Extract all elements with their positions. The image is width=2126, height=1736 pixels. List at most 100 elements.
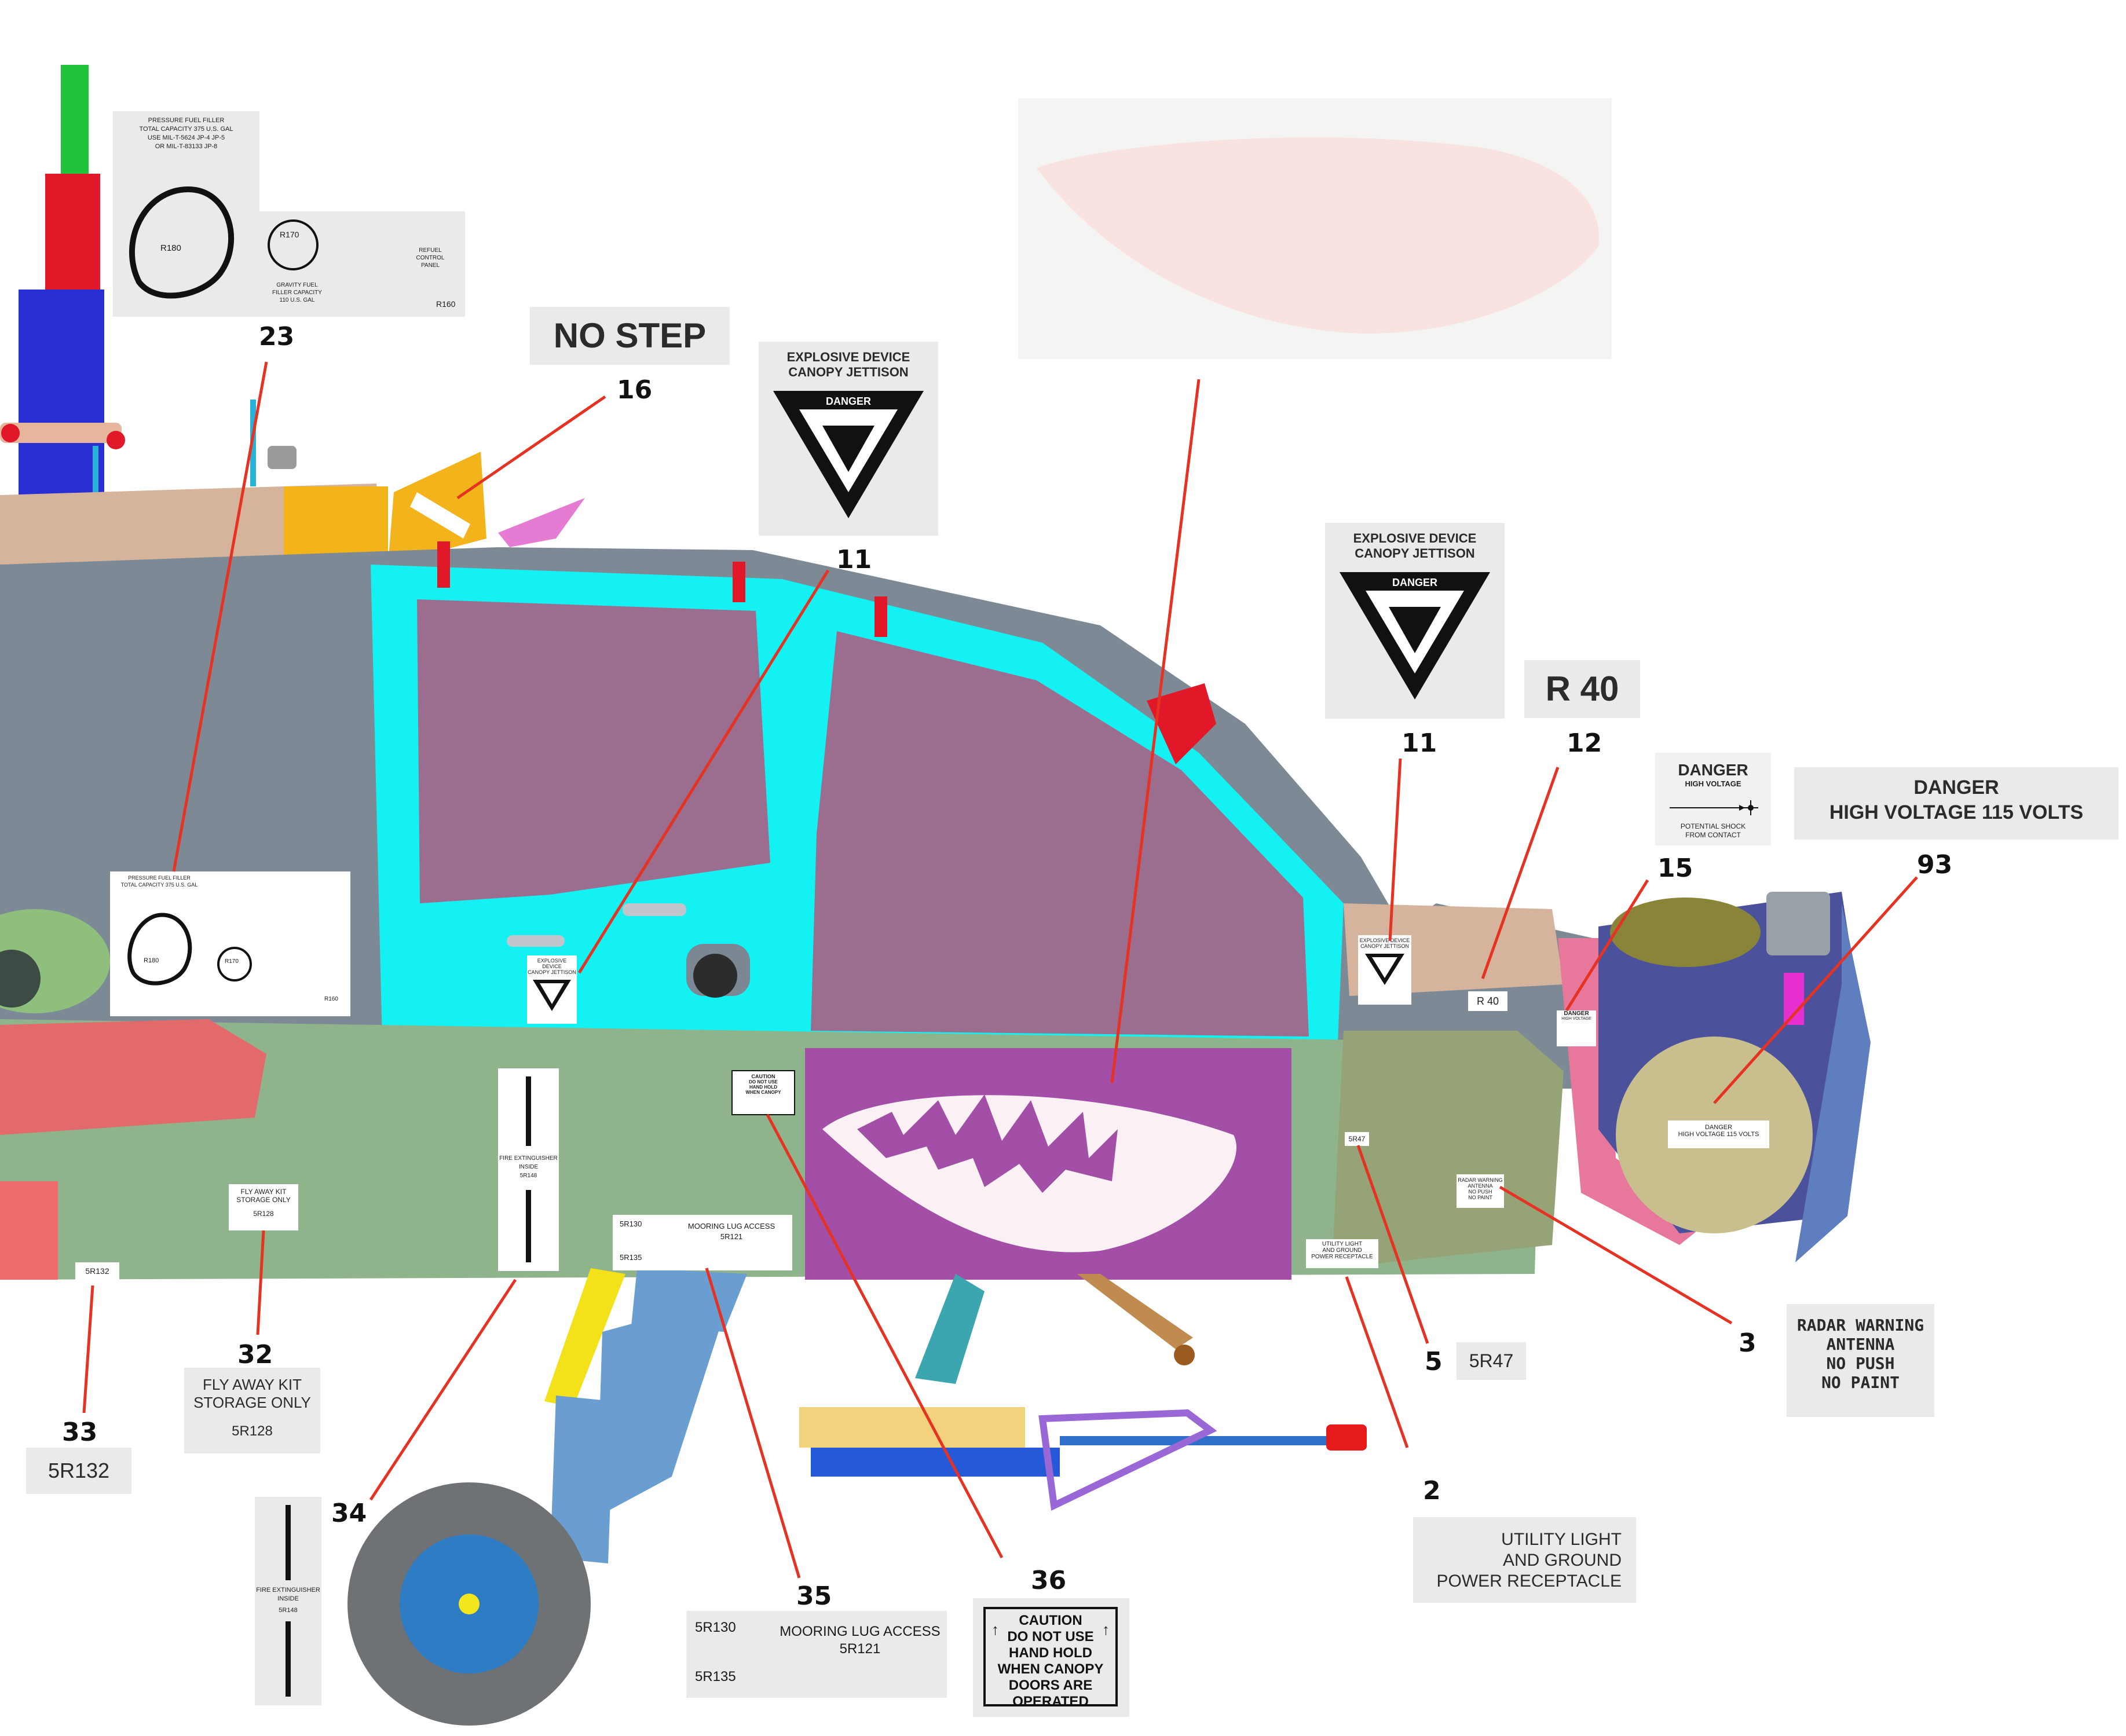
- card-r40-text: R 40: [1545, 669, 1619, 708]
- fuselage-fuel-line2: TOTAL CAPACITY 375 U.S. GAL: [120, 882, 198, 888]
- card-radar-warning-antenna: RADAR WARNING ANTENNA NO PUSH NO PAINT: [1787, 1304, 1934, 1417]
- card-utility-line2: AND GROUND: [1502, 1551, 1622, 1570]
- card-gravity-line2: FILLER CAPACITY: [272, 290, 322, 296]
- card-radar-line3: NO PUSH: [1826, 1354, 1895, 1373]
- card-caution-hand-hold: CAUTION DO NOT USE HAND HOLD WHEN CANOPY…: [973, 1598, 1129, 1717]
- nose-sensor-housing-side: [1795, 903, 1871, 1262]
- card-explosive-right-line1: EXPLOSIVE DEVICE: [1353, 531, 1477, 545]
- caution-small-line2: DO NOT USE: [749, 1079, 778, 1085]
- radar-small-line1: RADAR WARNING: [1458, 1177, 1503, 1183]
- card-hv-line3: POTENTIAL SHOCK: [1680, 822, 1746, 830]
- pink-vane: [498, 498, 585, 547]
- card-hv-line2: HIGH VOLTAGE: [1685, 779, 1741, 788]
- leader-line-11b: [1388, 758, 1402, 942]
- card-explosive-device-right: EXPLOSIVE DEVICE CANOPY JETTISON DANGER: [1325, 523, 1505, 719]
- card-115-line2: HIGH VOLTAGE 115 VOLTS: [1829, 801, 2084, 823]
- fuselage-5r132-decal-text: 5R132: [85, 1266, 109, 1276]
- utility-small-line1: UTILITY LIGHT: [1322, 1241, 1363, 1247]
- card-no-step: NO STEP: [530, 307, 730, 365]
- card-no-step-text: NO STEP: [553, 316, 707, 355]
- card-fuel-line1: PRESSURE FUEL FILLER: [148, 117, 225, 124]
- radar-warning-small-decal: RADAR WARNING ANTENNA NO PUSH NO PAINT: [1457, 1174, 1504, 1208]
- nose-danger-triangle-icon: [1365, 954, 1404, 985]
- card-caution-line5: DOORS ARE: [1008, 1678, 1093, 1693]
- card-fly-away-line3: 5R128: [232, 1423, 273, 1439]
- card-gravity-line3: 110 U.S. GAL: [279, 297, 315, 303]
- rear-canopy-glass: [417, 599, 770, 903]
- radar-small-line3: NO PUSH: [1468, 1189, 1492, 1195]
- fly-away-small-line3: 5R128: [253, 1210, 274, 1218]
- fly-away-small-line2: STORAGE ONLY: [236, 1196, 291, 1204]
- card-fuel-r160: R160: [436, 299, 456, 309]
- nose-side-panel: [1332, 1031, 1564, 1268]
- ammo-chute-bracket: [1077, 1274, 1193, 1349]
- landing-gear-oleo: [597, 1297, 730, 1517]
- canopy-clip: [874, 596, 887, 637]
- leader-line-23: [172, 361, 268, 872]
- front-canopy-glass: [811, 631, 1309, 1037]
- card-mooring-r130: 5R130: [695, 1620, 736, 1635]
- leader-line-11a: [577, 569, 830, 974]
- engine-intake-core: [0, 950, 41, 1008]
- fuselage-fuel-r160: R160: [324, 996, 338, 1002]
- callout-11-right: 11: [1402, 728, 1437, 758]
- callout-15: 15: [1657, 854, 1693, 883]
- nose-hv-decal-line2: HIGH VOLTAGE: [1561, 1017, 1591, 1021]
- leader-line-33: [82, 1285, 94, 1413]
- nose-hv-decal: DANGER HIGH VOLTAGE: [1557, 1010, 1596, 1046]
- card-extinguisher-stripe-top: [286, 1505, 291, 1580]
- callout-36: 36: [1031, 1566, 1067, 1595]
- card-5r132: 5R132: [26, 1448, 131, 1494]
- leader-line-93: [1713, 876, 1918, 1104]
- card-explosive-left-line2: CANOPY JETTISON: [788, 365, 909, 379]
- card-utility-light: UTILITY LIGHT AND GROUND POWER RECEPTACL…: [1413, 1517, 1636, 1603]
- callout-2: 2: [1423, 1476, 1441, 1506]
- card-fuel-line4: OR MIL-T-83133 JP-8: [155, 143, 218, 150]
- card-fuel-r180: R180: [160, 243, 181, 253]
- leader-line-2: [1345, 1276, 1409, 1448]
- left-weapon-pylon: [0, 1019, 266, 1135]
- card-fuel-cap-icon: [129, 186, 235, 299]
- canopy-jettison-handle: [1147, 683, 1216, 764]
- callout-35: 35: [796, 1581, 832, 1611]
- card-explosive-left-danger-icon: [773, 391, 924, 518]
- card-danger-115-volts: DANGER HIGH VOLTAGE 115 VOLTS: [1794, 767, 2118, 840]
- leader-line-35: [705, 1268, 801, 1578]
- card-radar-line1: RADAR WARNING: [1796, 1316, 1924, 1335]
- gun-turret-mount: [915, 1274, 985, 1384]
- card-extinguisher-line1: FIRE EXTINGUISHER: [256, 1587, 320, 1594]
- nose-explosive-decal-line2: CANOPY JETTISON: [1360, 943, 1409, 949]
- nose-explosive-decal-line1: EXPLOSIVE DEVICE: [1359, 937, 1410, 943]
- card-5r47: 5R47: [1457, 1342, 1526, 1380]
- fuselage-fuel-r180: R180: [144, 957, 159, 964]
- callout-23: 23: [259, 322, 295, 351]
- leader-line-12: [1481, 767, 1560, 979]
- caution-small-line1: CAUTION: [751, 1074, 775, 1079]
- mooring-small-decal: 5R130 MOORING LUG ACCESS 5R121 5R135: [613, 1215, 792, 1270]
- radar-small-line2: ANTENNA: [1468, 1183, 1493, 1189]
- callout-33: 33: [62, 1418, 98, 1447]
- upper-sensor-cover: [1610, 898, 1761, 967]
- card-utility-line1: UTILITY LIGHT: [1501, 1530, 1622, 1549]
- utility-small-line3: POWER RECEPTACLE: [1311, 1254, 1373, 1260]
- left-pylon-lower: [0, 1181, 58, 1280]
- card-utility-line3: POWER RECEPTACLE: [1436, 1572, 1622, 1591]
- dome-hv-decal: DANGER HIGH VOLTAGE 115 VOLTS: [1668, 1120, 1769, 1148]
- card-caution-line2: DO NOT USE: [1007, 1629, 1094, 1645]
- gun-barrel-housing: [811, 1448, 1060, 1477]
- no-step-panel-decal: [410, 492, 470, 539]
- caution-small-decal: CAUTION DO NOT USE HAND HOLD WHEN CANOPY: [731, 1070, 795, 1115]
- card-extinguisher-line2: INSIDE: [277, 1595, 299, 1602]
- callout-3: 3: [1739, 1328, 1757, 1358]
- shark-teeth: [857, 1094, 1118, 1193]
- callout-34: 34: [331, 1499, 367, 1528]
- card-5r132-text: 5R132: [47, 1459, 110, 1482]
- main-wheel-axle: [459, 1594, 480, 1614]
- mast-assembly: [0, 65, 297, 498]
- extinguisher-small-line2: INSIDE: [518, 1164, 539, 1170]
- boarding-step-knob: [693, 954, 737, 998]
- radar-small-line4: NO PAINT: [1468, 1195, 1492, 1200]
- utility-small-line2: AND GROUND: [1322, 1247, 1362, 1254]
